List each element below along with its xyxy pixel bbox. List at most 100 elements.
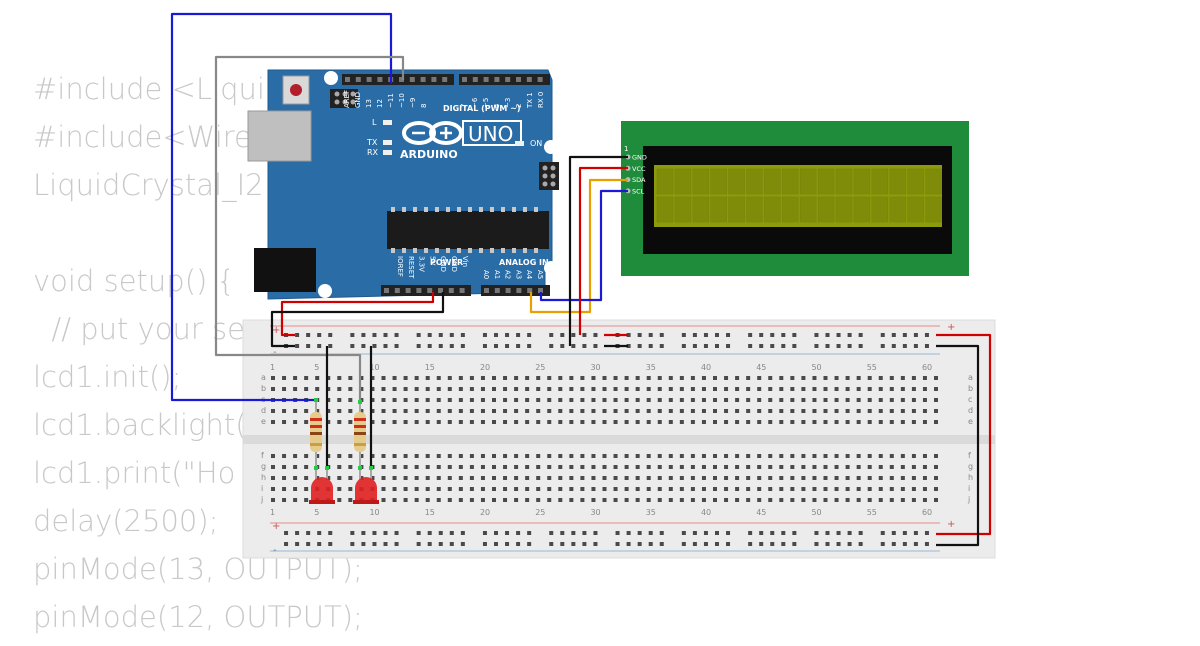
- breadboard[interactable]: 1155101015152020252530303535404045455050…: [242, 319, 996, 559]
- power-pin-label: GND: [439, 256, 447, 272]
- lcd-pin-one: 1: [624, 145, 628, 153]
- wire-gray-pin12[interactable]: [214, 55, 405, 402]
- rail-plus-left: +: [272, 325, 280, 336]
- wire-blue-pin13[interactable]: [170, 12, 393, 402]
- column-number: 15: [425, 363, 435, 372]
- led-l-label: L: [372, 118, 377, 127]
- wire-red-rail-side[interactable]: [936, 333, 992, 536]
- rail-plus-right: +: [947, 322, 955, 333]
- brand-label: ARDUINO: [400, 148, 458, 161]
- on-label: ON: [530, 139, 542, 148]
- usb-connector: [247, 110, 312, 162]
- digital-header-label: DIGITAL (PWM ~): [443, 104, 521, 113]
- row-label: h: [261, 473, 266, 482]
- column-number: 25: [535, 363, 545, 372]
- digital-pin-label: RX 0: [537, 92, 545, 108]
- wire-red-5v[interactable]: [280, 292, 435, 337]
- code-line: // put your se: [33, 312, 245, 346]
- digital-pin-label: ~5: [482, 98, 490, 108]
- digital-pin-label: 4: [493, 103, 501, 108]
- mount-hole: [318, 284, 332, 298]
- power-pin-label: 5V: [428, 256, 436, 265]
- wire-orange-sda[interactable]: [529, 178, 628, 314]
- arduino-uno-board[interactable]: UNO ARDUINO DIGITAL (PWM ~) POWER ANALOG…: [247, 69, 559, 300]
- code-line: lcd1.init();: [33, 360, 182, 394]
- led-1[interactable]: [309, 468, 335, 504]
- column-number: 40: [701, 363, 711, 372]
- column-number: 60: [922, 508, 932, 517]
- led-rx-label: RX: [367, 148, 379, 157]
- digital-pin-label: 8: [420, 104, 428, 108]
- row-label: f: [261, 451, 264, 460]
- column-number: 1: [270, 363, 275, 372]
- column-number: 15: [425, 508, 435, 517]
- analog-pin-label: A4: [525, 270, 533, 280]
- digital-pin-label: GND: [354, 92, 362, 108]
- column-number: 55: [867, 363, 877, 372]
- led-tx-label: TX: [366, 138, 378, 147]
- digital-pin-label: 7: [460, 104, 468, 108]
- row-label: f: [968, 451, 971, 460]
- wire-red-lcd-vcc[interactable]: [578, 166, 628, 335]
- mount-hole: [324, 71, 338, 85]
- code-line: LiquidCrystal_I2: [33, 168, 264, 202]
- power-pin-label: 3.3V: [418, 256, 426, 272]
- code-line: void setup() {: [33, 264, 235, 298]
- code-line: delay(2500);: [33, 504, 219, 538]
- resistor-1[interactable]: [310, 400, 322, 468]
- column-number: 30: [590, 508, 600, 517]
- atmega-chip: [387, 211, 549, 249]
- analog-pin-label: A1: [493, 270, 501, 279]
- column-number: 50: [811, 508, 821, 517]
- column-number: 55: [867, 508, 877, 517]
- column-number: 45: [756, 508, 766, 517]
- code-line: lcd1.backlight(: [33, 408, 247, 442]
- column-number: 5: [314, 508, 319, 517]
- row-label: c: [968, 395, 972, 404]
- analog-header[interactable]: [481, 285, 550, 296]
- wire-blue-scl[interactable]: [539, 189, 628, 302]
- digital-pin-label: ~9: [409, 98, 417, 108]
- rail-plus-right-bottom: +: [947, 519, 955, 530]
- power-header[interactable]: [381, 285, 471, 296]
- row-label: a: [968, 373, 973, 382]
- column-number: 10: [369, 508, 379, 517]
- wire-black-rail-side[interactable]: [936, 344, 980, 547]
- row-label: d: [968, 406, 973, 415]
- wire-black-lcd-gnd[interactable]: [568, 155, 628, 346]
- resistor-2[interactable]: [354, 402, 366, 468]
- model-label: UNO: [468, 122, 513, 146]
- row-label: g: [261, 462, 266, 471]
- digital-pin-label: AREF: [343, 90, 351, 108]
- lcd-pin-label: SCL: [632, 187, 645, 195]
- rail-plus-left-bottom: +: [272, 521, 280, 532]
- power-jack: [254, 248, 316, 292]
- row-label: j: [260, 495, 263, 504]
- row-label: a: [261, 373, 266, 382]
- column-number: 1: [270, 508, 275, 517]
- column-number: 35: [646, 508, 656, 517]
- analog-pin-label: A2: [504, 270, 512, 279]
- lcd-pin-label: GND: [632, 154, 647, 162]
- wire-black-gnd[interactable]: [270, 292, 445, 348]
- row-label: g: [968, 462, 973, 471]
- digital-pin-label: TX 1: [526, 92, 534, 109]
- row-label: b: [968, 384, 973, 393]
- digital-pin-label: 2: [515, 104, 523, 108]
- row-label: h: [968, 473, 973, 482]
- code-line: #include <Liqui: [33, 72, 265, 106]
- row-label: e: [261, 417, 266, 426]
- circuit-canvas[interactable]: 1155101015152020252530303535404045455050…: [0, 0, 1200, 630]
- digital-header-left[interactable]: [342, 74, 454, 85]
- column-number: 30: [590, 363, 600, 372]
- digital-pin-label: ~11: [387, 93, 395, 108]
- lcd-pin-label: VCC: [632, 165, 646, 173]
- analog-header-label: ANALOG IN: [499, 258, 549, 267]
- analog-pin-label: A5: [536, 270, 544, 279]
- digital-header-right[interactable]: [459, 74, 550, 85]
- rail-minus-left-bottom: -: [273, 545, 277, 556]
- code-line: pinMode(12, OUTPUT);: [33, 600, 363, 634]
- rail-minus-left: -: [273, 347, 277, 358]
